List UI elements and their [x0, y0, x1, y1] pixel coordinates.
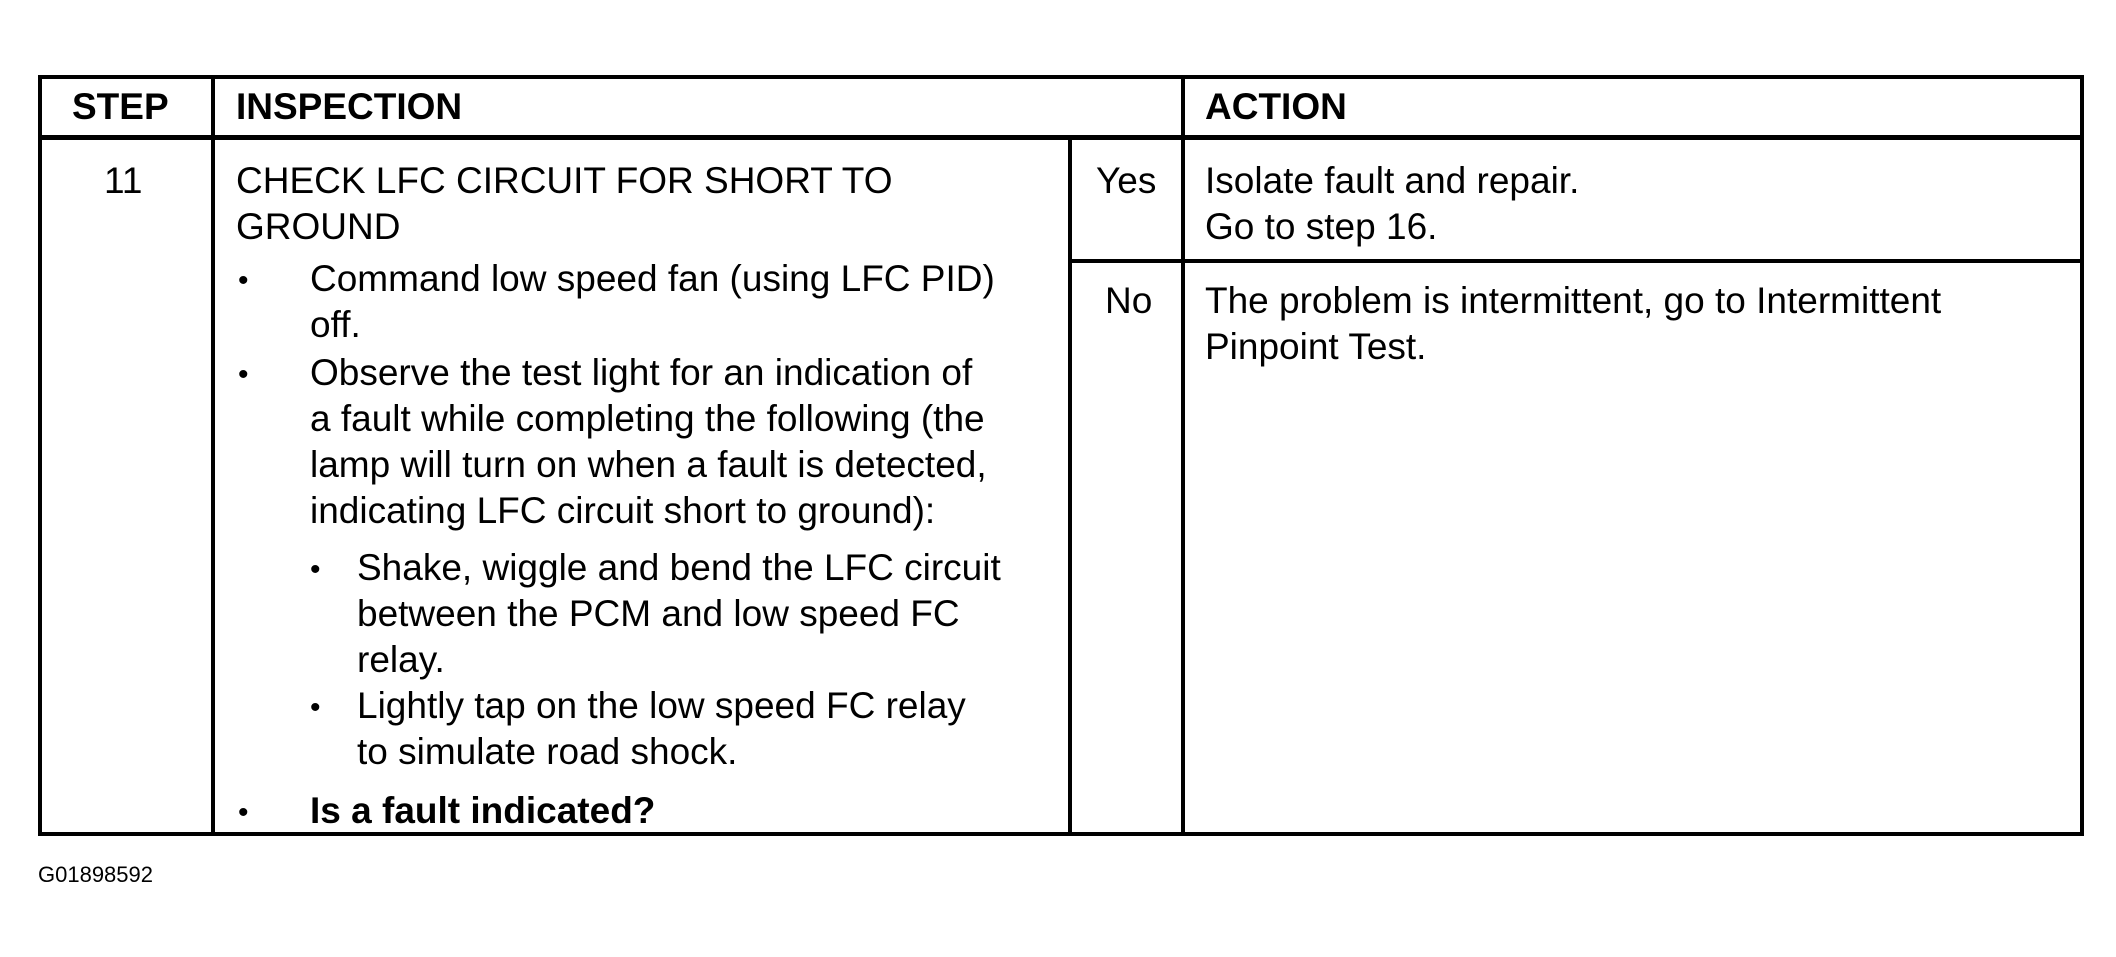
- sub-bullet-1-line3: relay.: [357, 639, 445, 680]
- no-action-line2: Pinpoint Test.: [1205, 326, 1427, 367]
- header-action: ACTION: [1205, 86, 1347, 127]
- yes-no-divider: [1068, 259, 2084, 263]
- sub-bullet-2-line2: to simulate road shock.: [357, 731, 738, 772]
- sub-bullet-2-line1: Lightly tap on the low speed FC relay: [357, 685, 966, 726]
- answer-yes-label: Yes: [1096, 160, 1157, 201]
- no-action-line1: The problem is intermittent, go to Inter…: [1205, 280, 1942, 321]
- inspection-title-line2: GROUND: [236, 206, 401, 247]
- step-number: 11: [104, 160, 143, 201]
- bullet-2-line1: Observe the test light for an indication…: [310, 352, 973, 393]
- header-step: STEP: [72, 86, 169, 127]
- diagnostic-table: [38, 75, 2084, 836]
- sub-bullet-1-line1: Shake, wiggle and bend the LFC circuit: [357, 547, 1001, 588]
- header-inspection: INSPECTION: [236, 86, 463, 127]
- sub-bullet-dot: •: [310, 553, 321, 586]
- bullet-1-line1: Command low speed fan (using LFC PID): [310, 258, 995, 299]
- divider-inspection-answer: [1068, 139, 1072, 836]
- bullet-dot: •: [238, 796, 249, 829]
- bullet-dot: •: [238, 358, 249, 391]
- divider-answer-action: [1181, 75, 1185, 836]
- bullet-2-line2: a fault while completing the following (…: [310, 398, 985, 439]
- header-divider: [38, 135, 2084, 140]
- sub-bullet-1-line2: between the PCM and low speed FC: [357, 593, 960, 634]
- bullet-1-line2: off.: [310, 304, 361, 345]
- inspection-question: Is a fault indicated?: [310, 790, 656, 831]
- figure-id-caption: G01898592: [38, 862, 153, 887]
- yes-action-line1: Isolate fault and repair.: [1205, 160, 1580, 201]
- answer-no-label: No: [1105, 280, 1153, 321]
- bullet-2-line3: lamp will turn on when a fault is detect…: [310, 444, 987, 485]
- yes-action-line2: Go to step 16.: [1205, 206, 1438, 247]
- divider-step-inspection: [211, 75, 215, 836]
- inspection-title-line1: CHECK LFC CIRCUIT FOR SHORT TO: [236, 160, 893, 201]
- bullet-dot: •: [238, 264, 249, 297]
- bullet-2-line4: indicating LFC circuit short to ground):: [310, 490, 936, 531]
- sub-bullet-dot: •: [310, 691, 321, 724]
